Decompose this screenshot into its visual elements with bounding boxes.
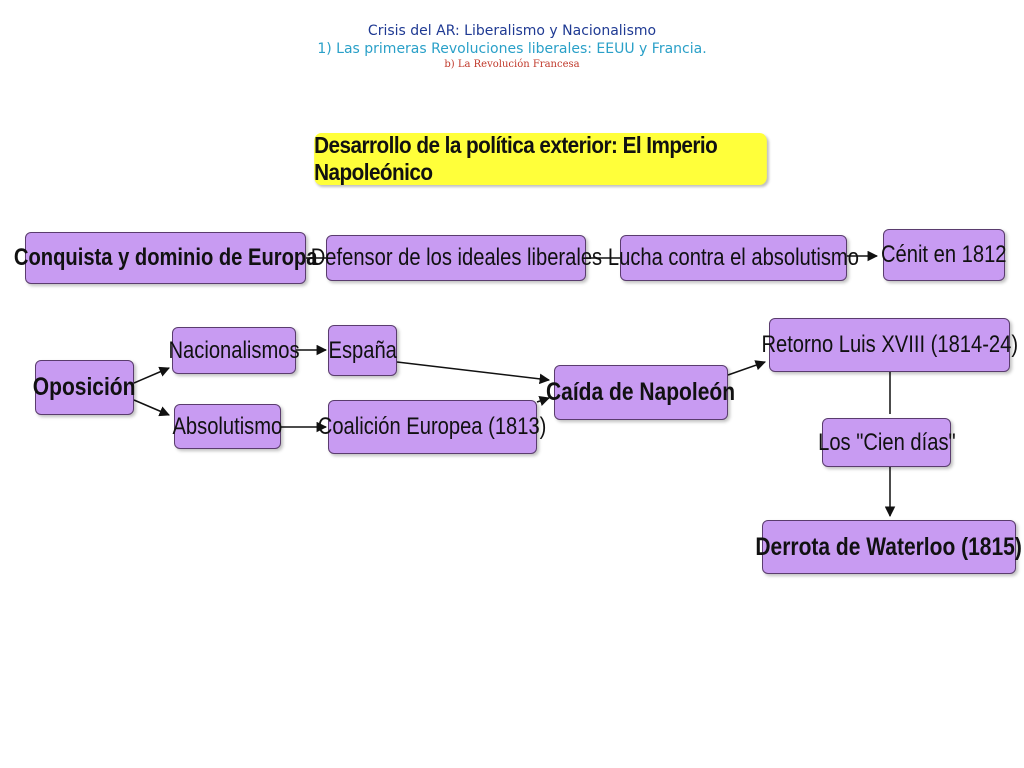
node-defensor-label: Defensor de los ideales liberales: [310, 244, 602, 271]
node-conquista: Conquista y dominio de Europa: [14, 232, 317, 284]
diagram-title: Desarrollo de la política exterior: El I…: [314, 132, 767, 185]
node-conquista-label: Conquista y dominio de Europa: [13, 244, 318, 271]
node-nacionalismos: Nacionalismos: [168, 327, 300, 374]
node-coalicion: Coalición Europea (1813): [318, 400, 547, 454]
node-cien-dias: Los "Cien días": [818, 418, 955, 467]
edge-oposicion-absolutismo: [133, 399, 170, 417]
node-oposicion-label: Oposición: [33, 373, 136, 401]
node-coalicion-label: Coalición Europea (1813): [318, 413, 547, 440]
node-caida-label: Caída de Napoleón: [546, 378, 736, 406]
edge-caida-retorno: [727, 360, 766, 376]
header-line-3: b) La Revolución Francesa: [444, 59, 580, 70]
node-retorno-label: Retorno Luis XVIII (1814-24): [761, 331, 1018, 358]
node-retorno: Retorno Luis XVIII (1814-24): [761, 318, 1018, 372]
node-cenit: Cénit en 1812: [881, 229, 1007, 281]
node-espana-label: España: [328, 336, 397, 364]
node-waterloo: Derrota de Waterloo (1815): [756, 520, 1022, 574]
node-absolutismo-label: Absolutismo: [172, 412, 283, 440]
node-absolutismo: Absolutismo: [172, 404, 283, 449]
node-caida: Caída de Napoleón: [546, 365, 736, 420]
node-cien-dias-label: Los "Cien días": [817, 428, 956, 456]
edge-oposicion-nacionalismos: [133, 366, 170, 384]
node-defensor: Defensor de los ideales liberales: [310, 235, 602, 281]
node-lucha-label: Lucha contra el absolutismo: [607, 244, 860, 271]
node-nacionalismos-label: Nacionalismos: [168, 336, 300, 364]
node-lucha: Lucha contra el absolutismo: [608, 235, 859, 281]
slide-header: Crisis del AR: Liberalismo y Nacionalism…: [0, 22, 1024, 72]
node-waterloo-label: Derrota de Waterloo (1815): [755, 532, 1023, 561]
node-espana: España: [328, 325, 397, 376]
node-cenit-label: Cénit en 1812: [881, 241, 1007, 268]
edge-espana-caida: [396, 361, 551, 385]
node-oposicion: Oposición: [33, 360, 136, 415]
header-line-1: Crisis del AR: Liberalismo y Nacionalism…: [367, 23, 657, 39]
edge-coalicion-caida: [536, 396, 550, 406]
header-line-2: 1) Las primeras Revoluciones liberales: …: [317, 41, 707, 57]
